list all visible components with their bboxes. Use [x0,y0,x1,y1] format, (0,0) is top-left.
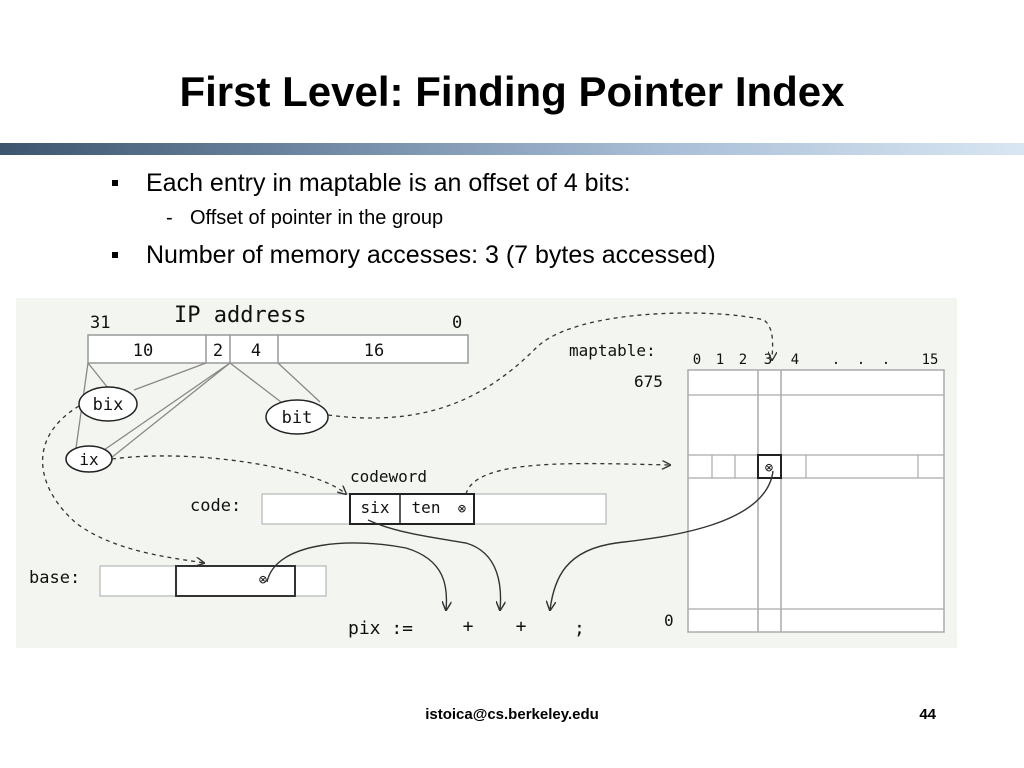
base-label: base: [29,568,80,588]
formula-plus-1: + [463,616,474,637]
maptable-col-label: . [882,352,890,368]
footer-email: istoica@cs.berkeley.edu [425,706,599,723]
codeword-label: codeword [350,467,427,486]
bullet-text: Number of memory accesses: 3 (7 bytes ac… [146,241,716,269]
bullet-square-icon [112,252,118,258]
ip-msb-label: 31 [90,313,110,333]
maptable-col-label: 4 [791,352,799,368]
maptable-row-bottom: 0 [664,611,674,630]
dash-icon: - [166,207,173,229]
maptable-col-label: 15 [922,352,939,368]
dashed-pointer-arrows [41,312,773,563]
ip-field-4: 4 [251,341,261,361]
formula-plus-2: + [516,616,527,637]
ip-field-16: 16 [364,341,384,361]
ip-address-fields [87,334,469,364]
maptable-col-label: 2 [739,352,747,368]
code-label: code: [190,496,241,516]
ip-field-10: 10 [133,341,153,361]
maptable-col-label: 3 [764,352,772,368]
bix-label: bix [93,395,124,415]
bix-oval: bix [78,386,138,422]
sub-bullet-text: Offset of pointer in the group [190,207,444,229]
sub-bullet-item: - Offset of pointer in the group [112,202,992,234]
maptable-col-label: . [857,352,865,368]
ix-oval: ix [65,445,113,473]
bullet-square-icon [112,180,118,186]
maptable-col-label: . [832,352,840,368]
maptable-col-label: 1 [716,352,724,368]
ip-lsb-label: 0 [452,313,462,333]
maptable-cell-mark: ⊗ [765,460,774,476]
base-mark: ⊗ [259,572,268,588]
formula-lhs: pix := [348,618,413,639]
maptable-row-top: 675 [634,372,663,391]
codeword-six: six [361,498,390,517]
maptable-col-label: 0 [693,352,701,368]
bullet-list: Each entry in maptable is an offset of 4… [112,166,992,272]
base-array [99,565,327,597]
maptable-grid [687,369,945,633]
codeword-ten: ten [412,498,441,517]
bullet-item: Each entry in maptable is an offset of 4… [112,166,992,200]
ip-field-2: 2 [213,341,223,361]
pointer-index-diagram: 31 IP address 0 10 2 4 16 bix ix bit map… [16,298,957,648]
maptable-label: maptable: [569,341,656,360]
bit-label: bit [282,408,313,428]
bullet-text: Each entry in maptable is an offset of 4… [146,169,631,197]
solid-pointer-arrows [266,470,774,610]
bit-oval: bit [265,399,329,435]
page-number: 44 [919,706,936,723]
slide-title: First Level: Finding Pointer Index [179,68,845,115]
bullet-item: Number of memory accesses: 3 (7 bytes ac… [112,238,992,272]
formula-end: ; [574,618,585,639]
ix-label: ix [79,450,99,469]
title-underline-bar [0,143,1024,155]
ip-address-label: IP address [174,303,306,328]
codeword-mark: ⊗ [458,501,467,517]
code-array [261,493,607,525]
